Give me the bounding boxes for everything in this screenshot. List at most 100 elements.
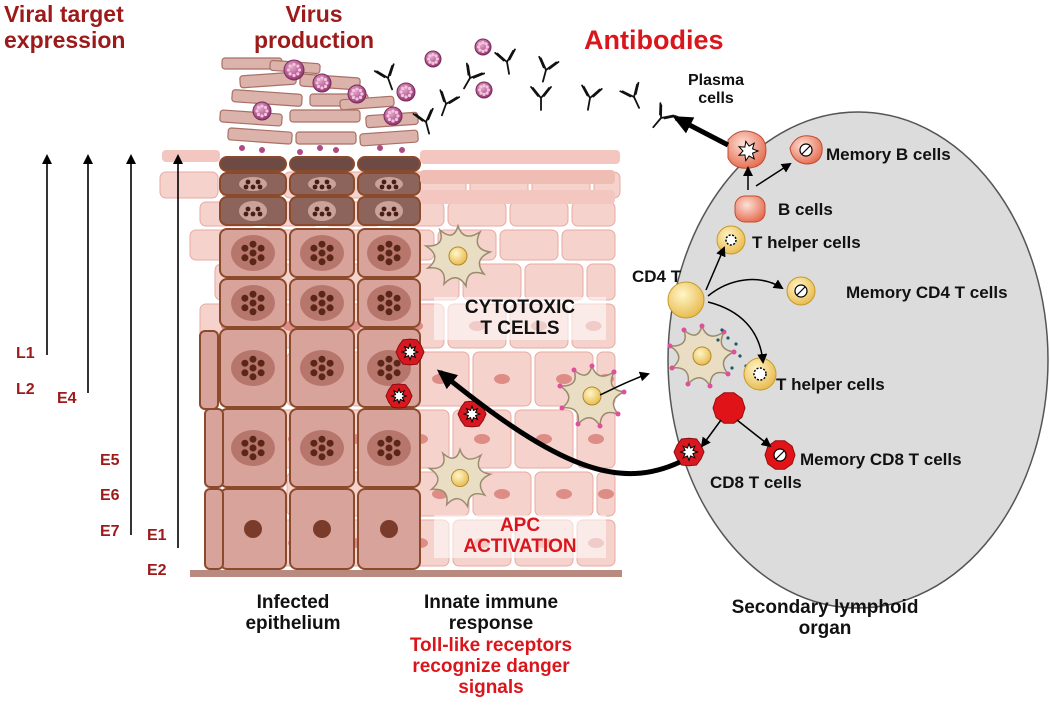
viral-episome (393, 304, 401, 312)
secondary-line2: organ (798, 618, 852, 640)
gene-label-e6: E6 (100, 487, 120, 504)
antibody-stroke (439, 89, 461, 117)
cytotoxic-t-cell (673, 437, 705, 467)
cytotoxic-t-cell (395, 338, 425, 366)
cytokine (734, 342, 738, 346)
tlr-marker (681, 327, 687, 333)
tissue-nucleus (494, 489, 510, 499)
viral-target-arrows (42, 154, 183, 548)
shed-cell (295, 131, 357, 145)
cytokine (716, 338, 720, 342)
capsomere (286, 68, 291, 72)
capsomere (400, 86, 405, 91)
ctl-granule (462, 404, 482, 424)
antibody-stroke (538, 55, 560, 83)
viral-episome (249, 435, 257, 443)
viral-episome (255, 179, 261, 185)
capsomere (399, 90, 403, 94)
capsomere (477, 45, 481, 49)
viral-episome (249, 299, 257, 307)
cytotoxic-t-cell (385, 383, 413, 409)
capsomere (256, 105, 261, 110)
viral-episome (241, 304, 249, 312)
viral-episome (318, 444, 326, 452)
viral-episome (385, 258, 393, 266)
capsomere (479, 85, 483, 89)
flat-cell (420, 170, 615, 184)
lymphoid-cells (667, 130, 823, 470)
capsomere (296, 64, 300, 68)
memory-cd8-label: Memory CD8 T cells (800, 450, 962, 469)
nucleus-body (308, 201, 336, 221)
capsomere (394, 110, 399, 115)
viral-episome (318, 373, 326, 381)
viral-episome (310, 369, 318, 377)
viral-episome (379, 211, 385, 217)
capsomere (292, 73, 296, 78)
viral-episome (241, 254, 249, 262)
capsomere (484, 48, 488, 52)
capsomere (350, 92, 354, 96)
cytokine (738, 354, 742, 358)
apc-line1: APC (499, 515, 541, 536)
capsomere (260, 104, 264, 108)
viral-episome (393, 254, 401, 262)
viral-episome (326, 369, 334, 377)
viral-episome (310, 294, 318, 302)
capsomere (387, 110, 392, 115)
viral-episome (318, 258, 326, 266)
viral-episome (385, 240, 393, 248)
capsomere (434, 60, 438, 64)
capsomere (325, 81, 329, 85)
infected-line2: epithelium (245, 613, 341, 635)
tlr-marker (589, 363, 595, 369)
viral-episome (249, 453, 257, 461)
b-cell (734, 195, 766, 223)
nucleus-body (239, 201, 267, 221)
innate-line1: Innate immune (423, 592, 559, 613)
viral-episome (318, 240, 326, 248)
viral-episome (249, 355, 257, 363)
viral-episome (377, 254, 385, 262)
viral-episome (326, 254, 334, 262)
viral-episome (249, 290, 257, 298)
capsomere (478, 88, 482, 92)
tissue-cell (447, 201, 507, 227)
viral-episome (324, 179, 330, 185)
tissue-nucleus (556, 489, 572, 499)
cd4t-label: CD4 T (632, 267, 682, 286)
apc-cells (423, 223, 748, 509)
t-helper-granule (753, 367, 767, 381)
antibody-stroke (373, 63, 395, 91)
viral-episome (326, 439, 334, 447)
innate-response-caption: Innate immune response Toll-like recepto… (395, 592, 587, 698)
secondary-lymphoid-organ (667, 111, 1049, 609)
gene-label-e1: E1 (147, 527, 167, 544)
apc-line2: ACTIVATION (463, 536, 577, 558)
capsomere (355, 87, 359, 91)
nucleus (244, 520, 262, 538)
epithelial-cell (357, 156, 421, 172)
viral-episome (249, 240, 257, 248)
tlr-marker (557, 383, 563, 389)
capsomere (407, 93, 412, 98)
viral-episome (241, 294, 249, 302)
antibody-icon (538, 55, 560, 83)
tissue-cell (561, 229, 616, 261)
capsomere (485, 85, 489, 89)
antibody-icon (494, 48, 516, 75)
capsomere (428, 60, 432, 64)
viral-episome (257, 369, 265, 377)
capsomere (358, 88, 363, 93)
gene-label-e2: E2 (147, 562, 167, 579)
infected-epithelium (199, 145, 421, 570)
arrow-apc-organ (599, 371, 650, 396)
viral-episome (379, 184, 385, 190)
viral-episome (377, 304, 385, 312)
organ-arrows (599, 162, 792, 448)
capsomere (351, 95, 356, 100)
capsomere (428, 54, 432, 58)
tissue-nucleus (474, 434, 490, 444)
apc-nucleus (582, 386, 602, 406)
cytokine (720, 328, 724, 332)
